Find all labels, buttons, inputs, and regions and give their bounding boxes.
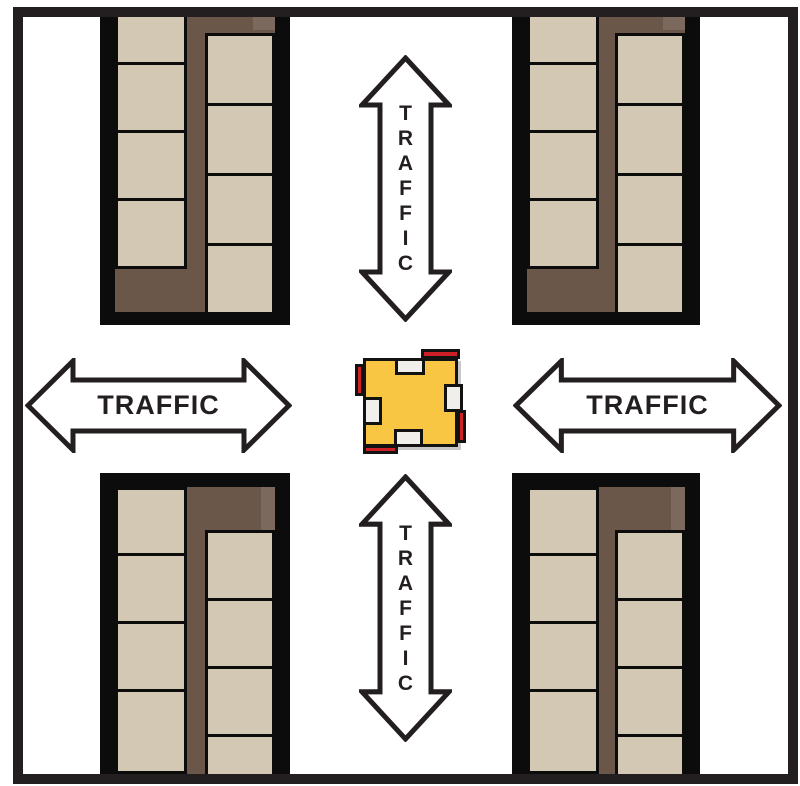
parking-stall [205, 103, 275, 176]
double-headed-arrow-icon [25, 358, 292, 453]
stand-red-panel-top [421, 349, 460, 359]
parking-stall [205, 33, 275, 106]
parking-stall [527, 689, 599, 774]
parking-stall [615, 173, 685, 246]
parking-stall [615, 666, 685, 737]
parking-stall [527, 17, 599, 65]
parking-stall [527, 553, 599, 624]
stall-column-right [205, 33, 275, 312]
parking-stall [115, 130, 187, 201]
parking-stall [115, 553, 187, 624]
stand-window-top [395, 358, 425, 375]
central-stand [350, 345, 470, 460]
stall-column-right [615, 530, 685, 774]
parking-stall [527, 198, 599, 269]
stall-column-left [115, 17, 187, 269]
parking-stall [527, 487, 599, 556]
stall-column-right [615, 33, 685, 312]
double-headed-arrow-icon [359, 474, 452, 742]
parking-stall [527, 621, 599, 692]
stall-column-left [115, 487, 187, 774]
aisle-corner [261, 487, 275, 530]
parking-stall [527, 130, 599, 201]
parking-stall [115, 62, 187, 133]
double-headed-arrow-icon [359, 55, 452, 322]
parking-stall [205, 530, 275, 601]
parking-stall [615, 734, 685, 774]
parking-stall [615, 103, 685, 176]
parking-stall [615, 33, 685, 106]
aisle-corner [253, 17, 275, 30]
traffic-arrow-east: TRAFFIC [513, 358, 782, 453]
parking-stall [115, 198, 187, 269]
parking-lot-bottom-right [512, 473, 700, 774]
traffic-label: TRAFFIC [586, 390, 709, 420]
traffic-arrow-west: TRAFFIC [25, 358, 292, 453]
stand-red-panel-left [355, 364, 364, 396]
aisle-corner [663, 17, 685, 30]
stall-column-left [527, 487, 599, 774]
parking-stall [115, 689, 187, 774]
double-headed-arrow-icon [513, 358, 782, 453]
parking-stall [115, 487, 187, 556]
parking-lot-top-left [100, 17, 290, 325]
aisle-corner [671, 487, 685, 530]
stand-window-bottom [394, 429, 423, 447]
parking-stall [205, 173, 275, 246]
parking-stall [205, 243, 275, 312]
parking-stall [615, 598, 685, 669]
stand-red-panel-right [457, 410, 466, 443]
stall-column-right [205, 530, 275, 774]
parking-stall [205, 734, 275, 774]
parking-stall [205, 666, 275, 737]
parking-stall [205, 598, 275, 669]
parking-lot-top-right [512, 17, 700, 325]
stand-window-left [363, 397, 382, 425]
parking-stall [115, 17, 187, 65]
parking-stall [615, 243, 685, 312]
stall-column-left [527, 17, 599, 269]
traffic-label: TRAFFIC [97, 390, 220, 420]
parking-stall [115, 621, 187, 692]
stand-red-panel-bottom [363, 445, 398, 454]
parking-lot-bottom-left [100, 473, 290, 774]
parking-stall [527, 62, 599, 133]
parking-stall [615, 530, 685, 601]
stand-window-right [444, 384, 463, 412]
